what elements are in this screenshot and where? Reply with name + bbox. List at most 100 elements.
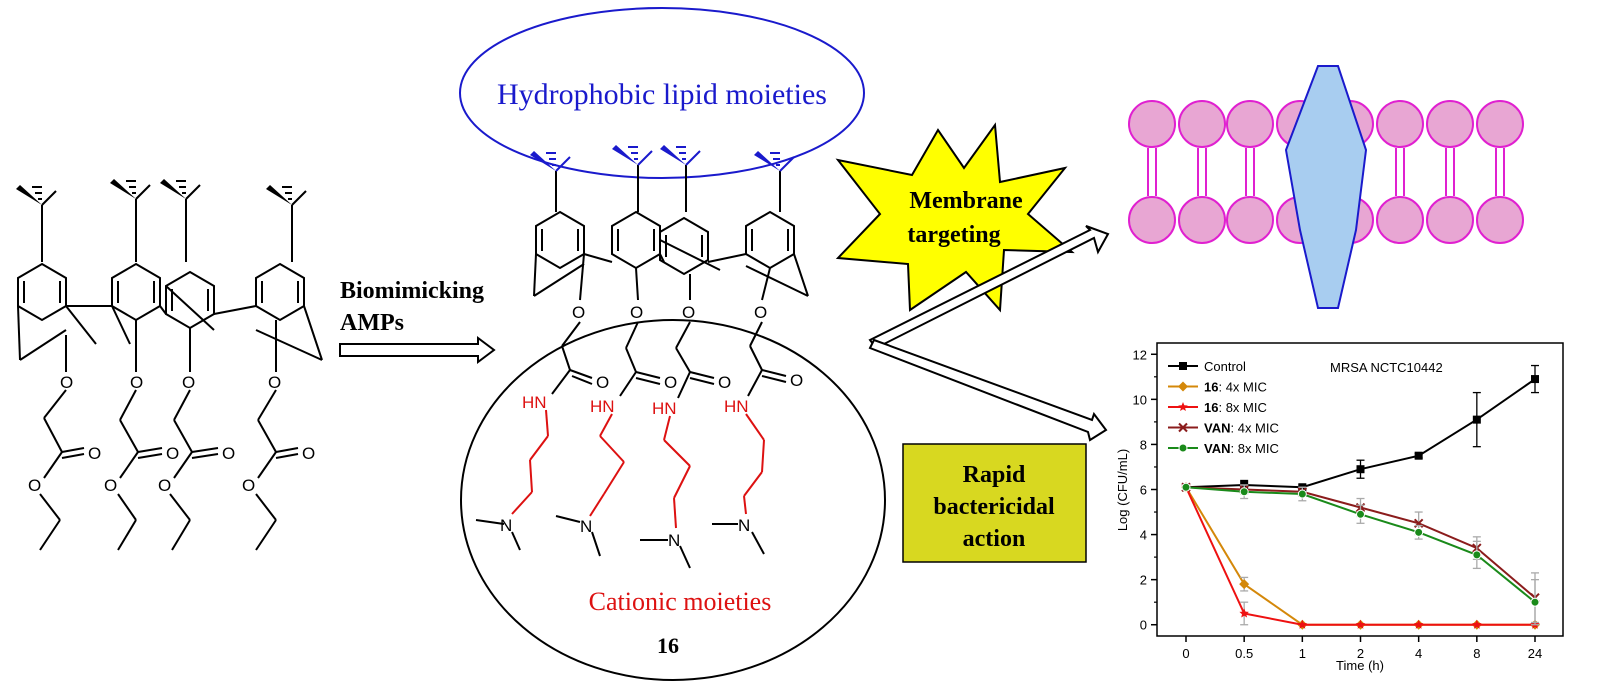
atom-label: O [790,371,803,390]
lipid-head [1476,196,1524,244]
x-tick-label: 1 [1299,646,1306,661]
rapid-action-label: Rapid [963,462,1026,488]
y-tick-label: 0 [1140,618,1147,633]
atom-label: N [580,517,592,536]
arrow-to-membrane [868,225,1110,350]
left-unit-2: O O O [104,178,179,551]
legend-entry: VAN: 4x MIC [1168,421,1279,436]
star-marker [1413,619,1424,629]
circle-marker [1178,443,1188,453]
square-marker [1472,415,1481,424]
lipid-head [1426,100,1474,148]
left-unit-3: O O O [158,178,235,551]
atom-label: O [222,444,235,463]
atom-label: HN [724,397,749,416]
atom-label: O [572,303,585,322]
square-marker [1414,451,1423,460]
square-marker [1531,375,1539,384]
hydrophobic-ellipse [459,7,865,179]
left-unit-4: O O O [242,184,323,551]
lipid-head [1376,100,1424,148]
atom-label: N [738,516,750,535]
diamond-marker [1239,579,1250,590]
cationic-ellipse [460,319,886,681]
legend-label-bold: VAN [1204,441,1230,456]
y-tick-label: 6 [1140,483,1147,498]
atom-label: O [596,373,609,392]
lipid-head [1476,100,1524,148]
center-unit-4: O O HN N [712,150,809,555]
biomimicking-label: AMPs [340,310,404,336]
atom-label: O [682,303,695,322]
lipid-head [1178,196,1226,244]
x-tick-label: 24 [1528,646,1542,661]
atom-label: O [88,444,101,463]
ester-calixarene-structure: O O O O O O [15,178,323,551]
lipid-head [1128,196,1176,244]
legend-label-rest: : 8x MIC [1218,400,1266,415]
atom-label: O [664,373,677,392]
square-marker [1179,362,1187,370]
compound-number: 16 [657,633,679,658]
biomimicking-label: Biomimicking [340,278,484,304]
atom-label: O [242,476,255,495]
atom-label: O [104,476,117,495]
lipid-head [1226,196,1274,244]
legend-entry: 16: 4x MIC [1168,380,1267,395]
legend-label-rest: Control [1204,359,1246,374]
arrow-to-chart [868,338,1108,442]
atom-label: O [166,444,179,463]
legend-label-bold: 16 [1204,380,1218,395]
atom-label: HN [590,397,615,416]
atom-label: N [500,516,512,535]
star-marker [1472,619,1482,629]
cationic-label: Cationic moieties [589,587,772,616]
legend-entry: 16: 8x MIC [1168,400,1267,415]
star-marker [1297,619,1308,629]
membrane-protein [1284,65,1368,309]
y-tick-label: 10 [1133,392,1147,407]
atom-label: O [28,476,41,495]
legend-label: Control [1204,359,1246,374]
rapid-action-label: bactericidal [933,494,1055,520]
circle-marker [1530,597,1540,607]
atom-label: O [158,476,171,495]
series-circle [1181,482,1540,626]
legend-label: VAN: 4x MIC [1204,421,1279,436]
atom-label: O [302,444,315,463]
atom-label: O [268,373,281,392]
atom-label: O [630,303,643,322]
hydrophobic-label: Hydrophobic lipid moieties [497,78,827,111]
legend-label-rest: : 4x MIC [1218,380,1266,395]
x-tick-label: 0 [1182,646,1189,661]
star-marker [1239,608,1249,618]
x-marker-stroke [1178,422,1188,433]
atom-label: O [754,303,767,322]
x-tick-label: 4 [1415,646,1422,661]
legend-label-rest: : 8x MIC [1230,441,1278,456]
circle-marker [1239,487,1249,497]
center-unit-1: O O HN N [475,150,609,551]
lipid-head [1128,100,1176,148]
atom-label: N [668,531,680,550]
legend-label: VAN: 8x MIC [1204,441,1279,456]
legend-entry: VAN: 8x MIC [1168,441,1279,456]
circle-marker [1472,550,1482,560]
legend-label-rest: : 4x MIC [1230,421,1278,436]
atom-label: O [60,373,73,392]
lipid-head [1376,196,1424,244]
atom-label: O [718,373,731,392]
atom-label: O [182,373,195,392]
rapid-action-box [902,443,1087,563]
x-tick-label: 0.5 [1235,646,1253,661]
square-marker [1356,465,1365,474]
y-tick-label: 12 [1133,347,1147,362]
atom-label: HN [522,393,547,412]
series-x [1181,482,1540,624]
membrane-targeting-label: Membrane [909,188,1023,214]
center-unit-3: O O HN N [640,144,731,569]
